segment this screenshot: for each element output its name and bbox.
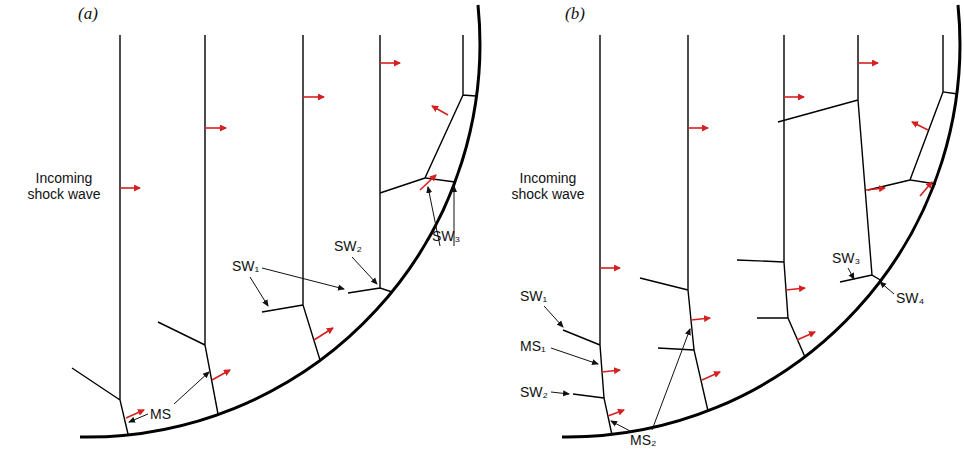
mach-stem-label: MS₁ xyxy=(520,338,546,354)
mach-stem-label: MS xyxy=(150,406,171,422)
incoming-wave-label: Incoming shock wave xyxy=(18,170,110,202)
shock-lines-b xyxy=(563,35,958,435)
shock-label: SW₄ xyxy=(896,290,924,306)
propagation-arrows xyxy=(120,63,932,418)
panel-label: (a) xyxy=(78,4,98,24)
shock-label: SW₁ xyxy=(232,258,259,274)
curved-wall xyxy=(80,5,960,437)
panel-label: (b) xyxy=(565,4,585,24)
shock-label: SW₂ xyxy=(520,384,548,400)
shock-label: SW₃ xyxy=(432,228,460,244)
shock-lines-a xyxy=(72,35,476,434)
incoming-wave-label: Incoming shock wave xyxy=(502,170,594,202)
leader-lines xyxy=(129,186,894,432)
shock-label: SW₁ xyxy=(520,288,547,304)
shock-label: SW₂ xyxy=(334,238,362,254)
mach-stem-label: MS₂ xyxy=(630,432,656,448)
shock-label: SW₃ xyxy=(832,250,860,266)
